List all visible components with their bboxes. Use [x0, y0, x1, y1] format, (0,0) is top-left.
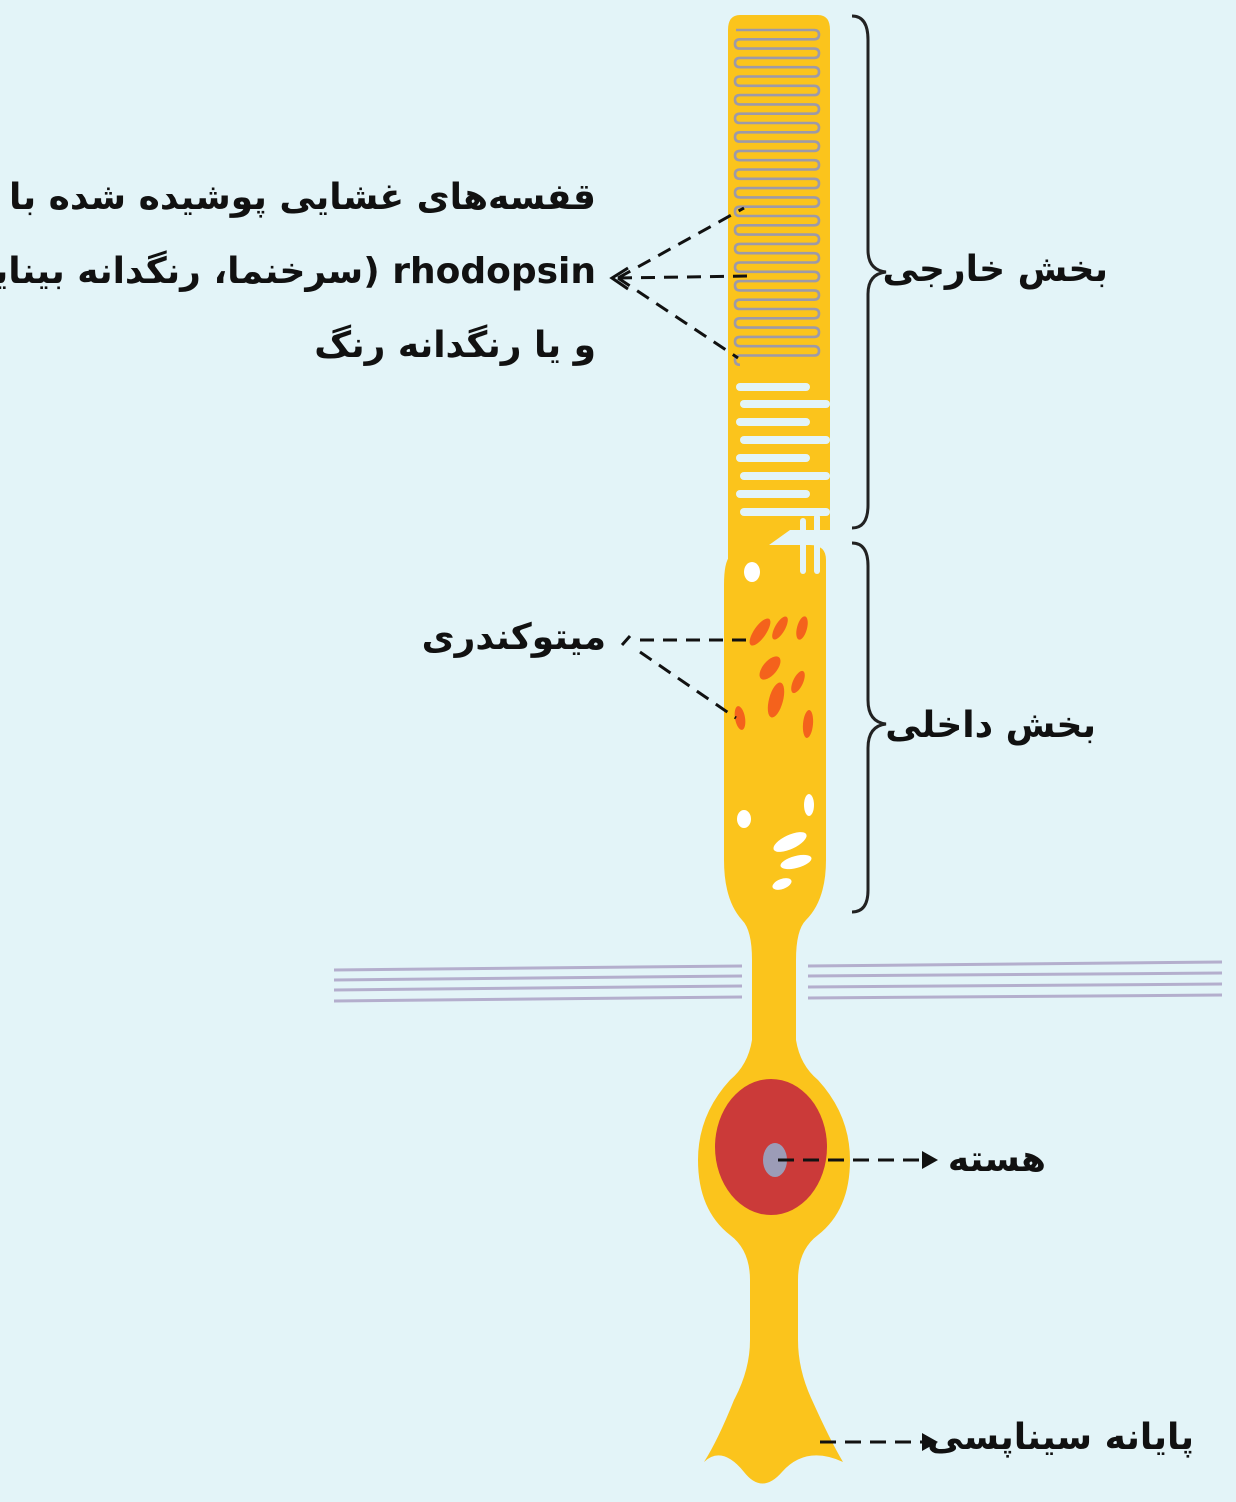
synapse-pointer-arrowhead — [922, 1433, 938, 1451]
disc-label-line-1: قفسه‌های غشایی پوشیده شده با — [9, 177, 596, 218]
open-invaginations — [736, 383, 830, 516]
invagination-slit — [736, 383, 810, 391]
vesicles — [737, 562, 814, 890]
outer-segment-label: بخش خارجی — [882, 249, 1108, 290]
nucleus-pointer-arrowhead — [922, 1151, 938, 1169]
mitochondria-pointers — [639, 638, 752, 720]
mitochondria-pointer-arrowhead — [620, 635, 632, 646]
invagination-slit — [736, 454, 810, 462]
invagination-slit — [740, 508, 830, 516]
inner-segment-label: بخش داخلی — [885, 705, 1096, 746]
synaptic-terminal-label: پایانه سیناپسی — [927, 1417, 1194, 1458]
nucleolus — [763, 1143, 787, 1177]
invagination-slit — [740, 400, 830, 408]
disc-label-line-2: rhodopsin (سرخنما، رنگدانه بینایی) — [0, 251, 596, 292]
membrane-lines — [333, 960, 1223, 1003]
disc-label-line-3: و یا رنگدانه رنگ — [314, 325, 596, 366]
membrane-discs — [733, 28, 821, 367]
invagination-slit — [740, 436, 830, 444]
inner-segment-bracket — [851, 541, 887, 914]
nucleus-label: هسته — [947, 1139, 1046, 1180]
disc-pointer-arrowhead — [609, 266, 629, 291]
inner-segment-and-cell-body — [698, 545, 850, 1484]
invagination-slit — [736, 490, 810, 498]
invagination-slit — [740, 472, 830, 480]
disc-pointers — [617, 206, 751, 360]
invagination-slit — [736, 418, 810, 426]
mitochondria-label: میتوکندری — [421, 617, 606, 658]
mitochondria-cluster — [734, 616, 814, 738]
connecting-cilium — [800, 514, 820, 574]
outer-segment-bracket — [851, 14, 887, 530]
